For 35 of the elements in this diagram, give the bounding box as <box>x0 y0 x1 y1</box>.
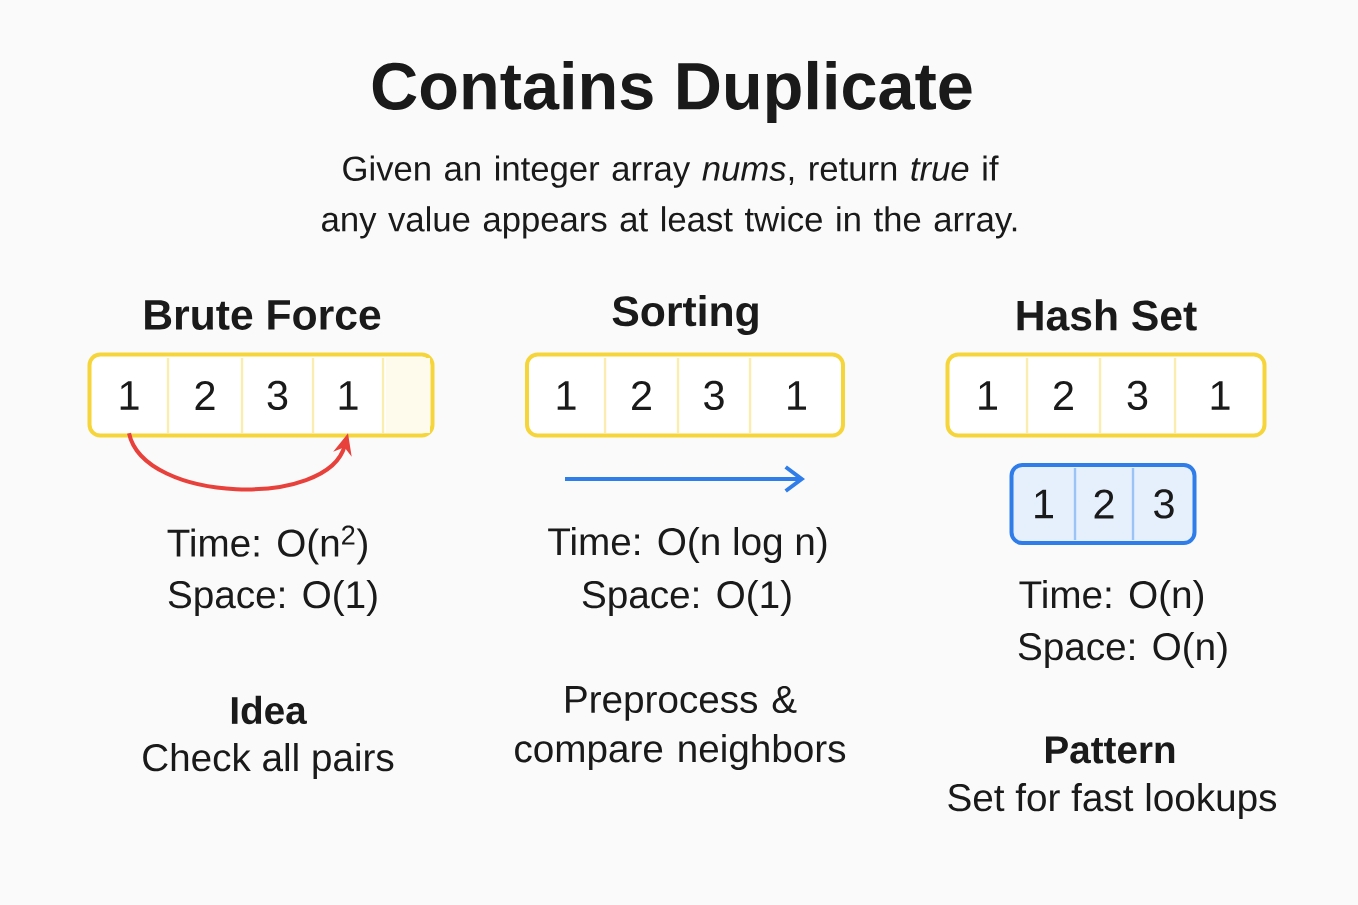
section-heading: Pattern <box>1046 736 1175 764</box>
array-cell: 1 <box>788 381 806 410</box>
title: Contains Duplicate <box>372 60 972 124</box>
text-label: Check all pairs <box>143 742 394 779</box>
text-label: Space: O(n) <box>1018 631 1227 668</box>
description: Given an integer array nums, return true if any value appears at least twice in the array. <box>322 155 1017 239</box>
array-cell: 1 <box>557 381 576 410</box>
text-label: Time: O(n) <box>1019 580 1204 616</box>
array-cell: 3 <box>267 380 288 411</box>
empty-cell <box>386 358 430 433</box>
section-heading: Brute Force <box>145 300 381 330</box>
array-cell: 3 <box>1154 489 1174 519</box>
text-label: Space: O(1) <box>168 579 377 616</box>
section-heading: Idea <box>231 695 307 725</box>
array-cell: 1 <box>120 381 139 410</box>
text-label: Time: O(n$^{2}$) <box>167 525 367 565</box>
array-box <box>945 352 1267 438</box>
array-cell: 3 <box>704 380 724 411</box>
array-cell: 2 <box>1094 489 1114 519</box>
text-label: Preprocess & compare neighbors <box>515 685 846 771</box>
array-box <box>525 352 845 438</box>
text-label: Set for fast lookups <box>948 782 1277 819</box>
array-cell: 2 <box>1054 381 1073 410</box>
array-cell: 3 <box>1127 380 1148 411</box>
text-label: Time: O(n log n) <box>548 526 827 563</box>
array-cell: 1 <box>1211 381 1230 410</box>
array-box <box>1009 463 1197 545</box>
array-cell: 1 <box>1035 489 1053 519</box>
section-heading: Sorting <box>612 295 758 335</box>
array-cell: 2 <box>195 381 215 410</box>
text-label: Space: O(1) <box>582 579 791 616</box>
section-heading: Hash Set <box>1017 299 1197 331</box>
array-cell: 1 <box>339 381 358 410</box>
array-cell: 1 <box>979 381 997 410</box>
array-cell: 2 <box>632 381 651 410</box>
